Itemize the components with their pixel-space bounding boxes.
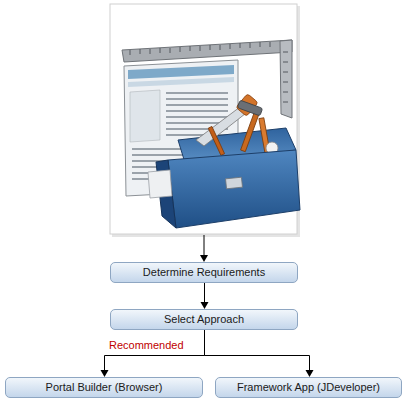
connector-line bbox=[204, 283, 205, 303]
arrow-head bbox=[201, 302, 209, 309]
box-label: Select Approach bbox=[156, 313, 252, 326]
tool-handle bbox=[208, 126, 224, 155]
arrow-head bbox=[306, 370, 314, 377]
connector-line bbox=[105, 330, 205, 371]
arrow-head bbox=[101, 370, 109, 377]
connector bbox=[205, 330, 314, 377]
process-box: Determine Requirements bbox=[110, 262, 298, 283]
page-header bbox=[128, 65, 234, 79]
page-tabs bbox=[128, 77, 234, 87]
hammer-head bbox=[237, 100, 262, 116]
paper-roll bbox=[148, 170, 172, 198]
box-label: Determine Requirements bbox=[135, 266, 273, 279]
toolbox-body bbox=[168, 150, 300, 228]
arrow-head bbox=[200, 255, 208, 262]
square-arm bbox=[122, 40, 292, 62]
connector bbox=[201, 283, 209, 309]
edge-label: Recommended bbox=[108, 339, 185, 352]
box-label: Framework App (JDeveloper) bbox=[229, 381, 388, 394]
process-box: Select Approach bbox=[110, 309, 298, 330]
toolbox-latch bbox=[226, 177, 243, 189]
flow-line bbox=[204, 235, 205, 256]
toolbox bbox=[148, 94, 300, 228]
process-box: Portal Builder (Browser) bbox=[5, 377, 203, 398]
page-sidebar bbox=[130, 90, 160, 142]
box-label: Portal Builder (Browser) bbox=[38, 381, 171, 394]
process-box: Framework App (JDeveloper) bbox=[215, 377, 402, 398]
connector bbox=[101, 330, 205, 377]
connector-line bbox=[205, 330, 310, 371]
